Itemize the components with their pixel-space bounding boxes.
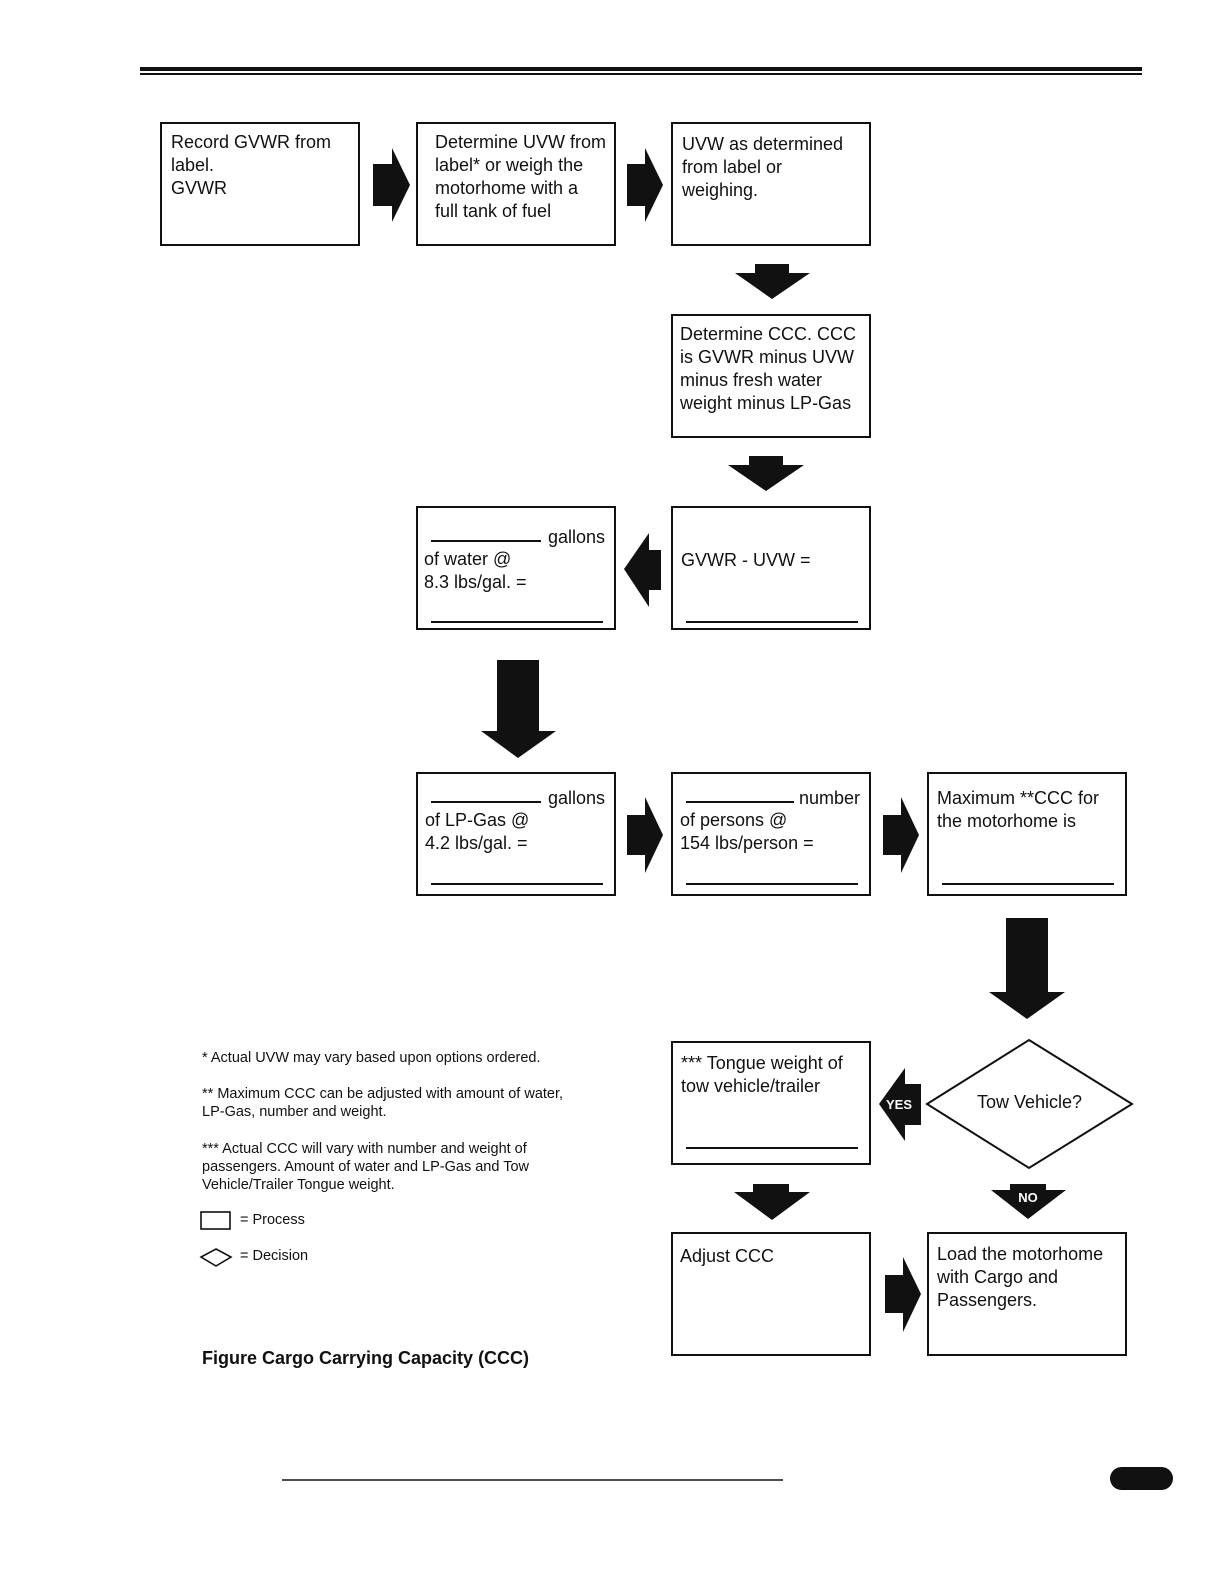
- tongue-blank: [686, 1147, 858, 1149]
- uvw-result-box: [671, 122, 871, 246]
- water-box: [416, 506, 616, 630]
- uvw-result-text: UVW as determined from label or weighing…: [682, 134, 844, 200]
- persons-text: of persons @ 154 lbs/person =: [680, 810, 814, 853]
- note-actual-ccc: *** Actual CCC will vary with number and…: [202, 1141, 529, 1193]
- gvwr-box: [160, 122, 360, 246]
- lpgas-gallons-blank: [431, 801, 541, 803]
- arrow-down-5: [734, 1184, 810, 1220]
- gvwr-minus-uvw-box: [671, 506, 871, 630]
- uvw-determine-box: [416, 122, 616, 246]
- page-tab: [1110, 1467, 1173, 1490]
- decision-label: Tow Vehicle?: [976, 1092, 1083, 1112]
- arrow-down-2: [728, 456, 804, 491]
- arrow-right-2: [627, 148, 663, 222]
- arrow-down-4: [989, 918, 1065, 1019]
- note-uvw: * Actual UVW may vary based upon options…: [202, 1050, 541, 1066]
- lpgas-result-blank: [431, 883, 603, 885]
- ccc-determine-box: [671, 314, 871, 438]
- header-rule-thick: [140, 67, 1142, 71]
- ccc-determine-text: Determine CCC. CCC is GVWR minus UVW min…: [680, 324, 857, 413]
- legend-decision-label: = Decision: [240, 1248, 309, 1264]
- gvwr-minus-uvw-text: GVWR - UVW =: [681, 550, 811, 570]
- legend-process-symbol: [200, 1211, 231, 1230]
- water-result-blank: [431, 621, 603, 623]
- arrow-down-3: [481, 660, 556, 758]
- persons-result-blank: [686, 883, 858, 885]
- no-label: NO: [1018, 1190, 1038, 1205]
- arrow-right-1: [373, 148, 410, 222]
- decision-diamond: [925, 1038, 1134, 1170]
- figure-caption: Figure Cargo Carrying Capacity (CCC): [202, 1348, 530, 1368]
- uvw-determine-text: Determine UVW from label* or weigh the m…: [435, 132, 607, 221]
- gvwr-minus-uvw-blank: [686, 621, 858, 623]
- arrow-yes: [879, 1068, 921, 1141]
- load-text: Load the motorhome with Cargo and Passen…: [937, 1244, 1104, 1310]
- lpgas-box: [416, 772, 616, 896]
- legend-process-label: = Process: [240, 1212, 305, 1228]
- persons-box: [671, 772, 871, 896]
- arrow-right-4: [883, 797, 919, 873]
- persons-suffix: number: [799, 788, 861, 808]
- max-ccc-text: Maximum **CCC for the motorhome is: [937, 788, 1100, 831]
- persons-number-blank: [686, 801, 794, 803]
- max-ccc-blank: [942, 883, 1114, 885]
- arrow-down-1: [735, 264, 810, 299]
- water-gallons-blank: [431, 540, 541, 542]
- adjust-ccc-text: Adjust CCC: [680, 1246, 775, 1266]
- tongue-text: *** Tongue weight of tow vehicle/trailer: [681, 1053, 843, 1096]
- load-box: [927, 1232, 1127, 1356]
- water-suffix: gallons: [548, 527, 606, 547]
- note-max-ccc: ** Maximum CCC can be adjusted with amou…: [202, 1086, 564, 1120]
- arrow-no: [991, 1184, 1066, 1219]
- lpgas-text: of LP-Gas @ 4.2 lbs/gal. =: [425, 810, 530, 853]
- header-rule-thin: [140, 73, 1142, 75]
- yes-label: YES: [885, 1097, 912, 1112]
- arrow-right-5: [885, 1257, 921, 1332]
- arrow-right-3: [627, 797, 663, 873]
- legend-decision-symbol: [199, 1248, 233, 1267]
- water-text: of water @ 8.3 lbs/gal. =: [424, 549, 527, 592]
- tongue-box: [671, 1041, 871, 1165]
- arrow-left-1: [624, 533, 661, 607]
- max-ccc-box: [927, 772, 1127, 896]
- lpgas-suffix: gallons: [548, 788, 606, 808]
- gvwr-text: Record GVWR from label. GVWR: [171, 132, 332, 198]
- adjust-ccc-box: [671, 1232, 871, 1356]
